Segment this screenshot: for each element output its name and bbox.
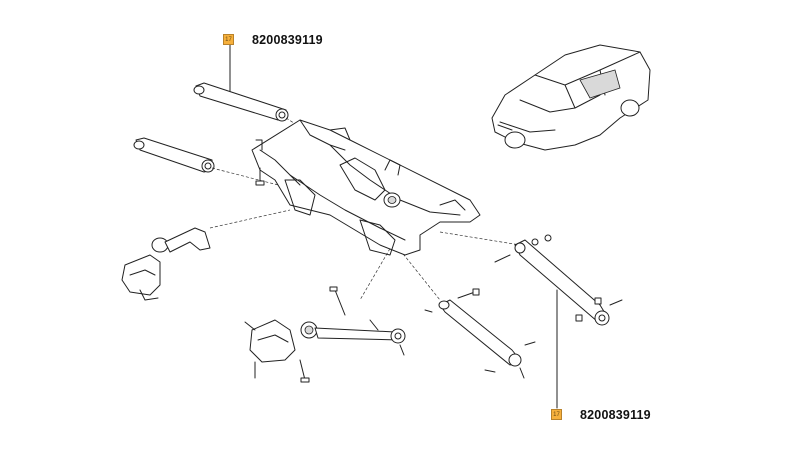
part-number-label: 8200839119	[580, 408, 651, 422]
upper-link-arm[interactable]	[193, 82, 289, 122]
vehicle-location-thumbnail	[491, 44, 651, 151]
lower-bracket-assembly[interactable]	[244, 286, 406, 383]
lower-link-arm-right[interactable]	[494, 234, 623, 326]
part-reference-badge: 17	[551, 409, 562, 420]
rear-subframe[interactable]	[251, 119, 481, 256]
part-reference-badge: 17	[223, 34, 234, 45]
part-number-label: 8200839119	[252, 33, 323, 47]
bolt-icon	[255, 167, 265, 186]
diagonal-link-arm[interactable]	[424, 288, 536, 379]
lower-link-arm-left[interactable]	[133, 137, 215, 173]
left-bracket-assembly[interactable]	[121, 227, 211, 301]
